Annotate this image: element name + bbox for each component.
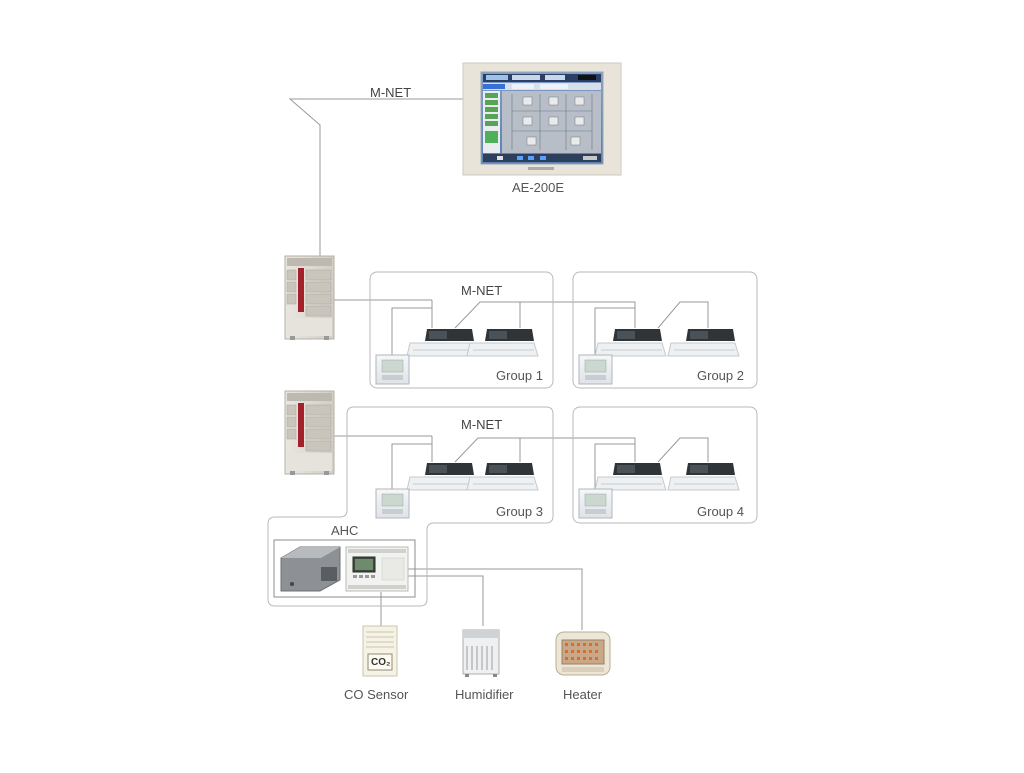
mnet-row2-label: M-NET	[461, 417, 503, 432]
outdoor-unit-2	[284, 390, 335, 475]
humidifier-label: Humidifier	[455, 687, 514, 702]
remote-controller-g4	[578, 488, 613, 519]
co2-badge: CO₂	[371, 657, 391, 668]
ahc-label: AHC	[331, 523, 359, 538]
group-3-ahc-frame	[267, 406, 554, 607]
ae200e-controller	[462, 62, 622, 176]
ahc-to-humidifier-line	[408, 575, 484, 626]
ahc-plc-controller	[345, 546, 409, 592]
remote-controller-g3	[375, 488, 410, 519]
mnet-row1-label: M-NET	[461, 283, 503, 298]
group-2-label: Group 2	[697, 368, 744, 383]
group-1-frame	[369, 271, 554, 389]
group-4-frame	[572, 406, 758, 524]
indoor-unit-g4-b	[667, 463, 740, 491]
heater-device	[555, 631, 611, 676]
group-3-label: Group 3	[496, 504, 543, 519]
indoor-unit-g2-a	[594, 329, 667, 357]
group-4-label: Group 4	[697, 504, 744, 519]
ahc-to-heater-line	[408, 568, 583, 630]
group-1-label: Group 1	[496, 368, 543, 383]
humidifier-device	[462, 629, 500, 677]
indoor-unit-g1-b	[466, 329, 539, 357]
group-2-frame	[572, 271, 758, 389]
co-sensor-label: CO Sensor	[344, 687, 409, 702]
remote-controller-g1	[375, 354, 410, 385]
outdoor-unit-1	[284, 255, 335, 340]
heater-label: Heater	[563, 687, 603, 702]
ahc-interface-box	[280, 546, 341, 592]
network-lines	[288, 98, 709, 630]
indoor-unit-g1-a	[406, 329, 479, 357]
mnet-top-label: M-NET	[370, 85, 412, 100]
indoor-unit-g2-b	[667, 329, 740, 357]
co-sensor-device	[362, 625, 398, 677]
indoor-unit-g3-a	[406, 463, 479, 491]
indoor-unit-g4-a	[594, 463, 667, 491]
indoor-unit-g3-b	[466, 463, 539, 491]
remote-controller-g2	[578, 354, 613, 385]
ae200e-label: AE-200E	[512, 180, 565, 195]
ahc-inner-frame	[273, 539, 416, 598]
mnet-top-line	[288, 98, 463, 262]
